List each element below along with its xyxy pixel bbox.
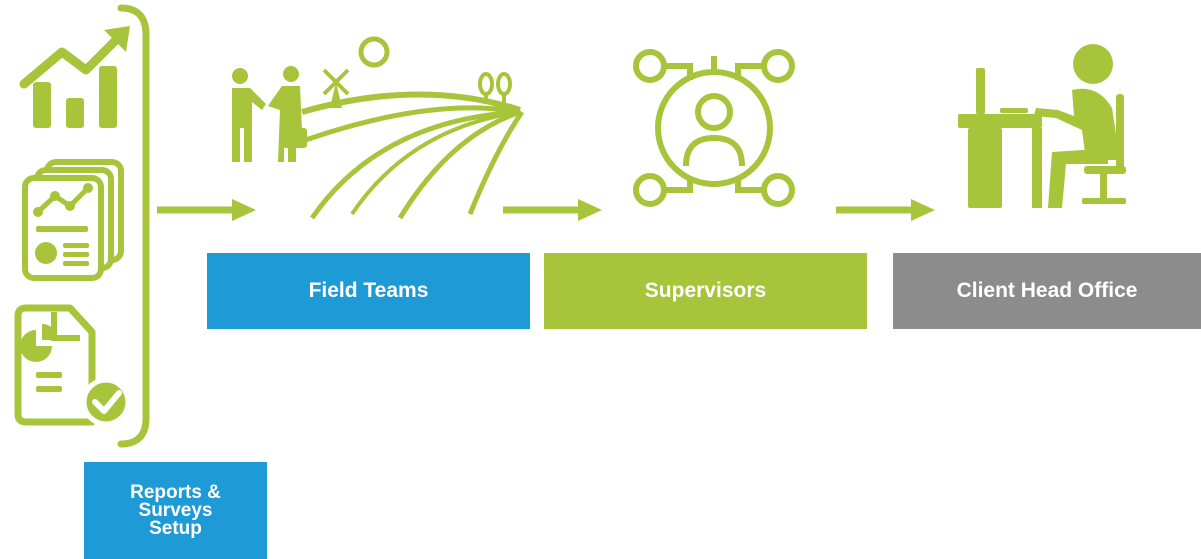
reports-label-line-1: Reports & xyxy=(130,481,221,503)
field-handshake-icon xyxy=(232,36,525,220)
office-worker-desk-icon xyxy=(958,44,1126,208)
bracket xyxy=(117,4,150,448)
supervisors-label: Supervisors xyxy=(544,253,867,329)
arrow-right-icon xyxy=(157,199,256,221)
reports-label-line-3: Setup xyxy=(149,517,202,539)
checked-document-icon xyxy=(14,304,131,427)
report-pages-icon xyxy=(22,159,124,281)
field-teams-label: Field Teams xyxy=(207,253,530,329)
reports-label-line-2: Surveys xyxy=(138,499,213,521)
supervisor-network-icon xyxy=(633,49,795,207)
client-head-office-label: Client Head Office xyxy=(893,253,1201,329)
bar-chart-growth-icon xyxy=(19,26,130,128)
arrow-right-icon xyxy=(836,199,935,221)
arrow-right-icon xyxy=(503,199,602,221)
reports-surveys-setup-label: Reports & Surveys Setup xyxy=(84,462,267,559)
